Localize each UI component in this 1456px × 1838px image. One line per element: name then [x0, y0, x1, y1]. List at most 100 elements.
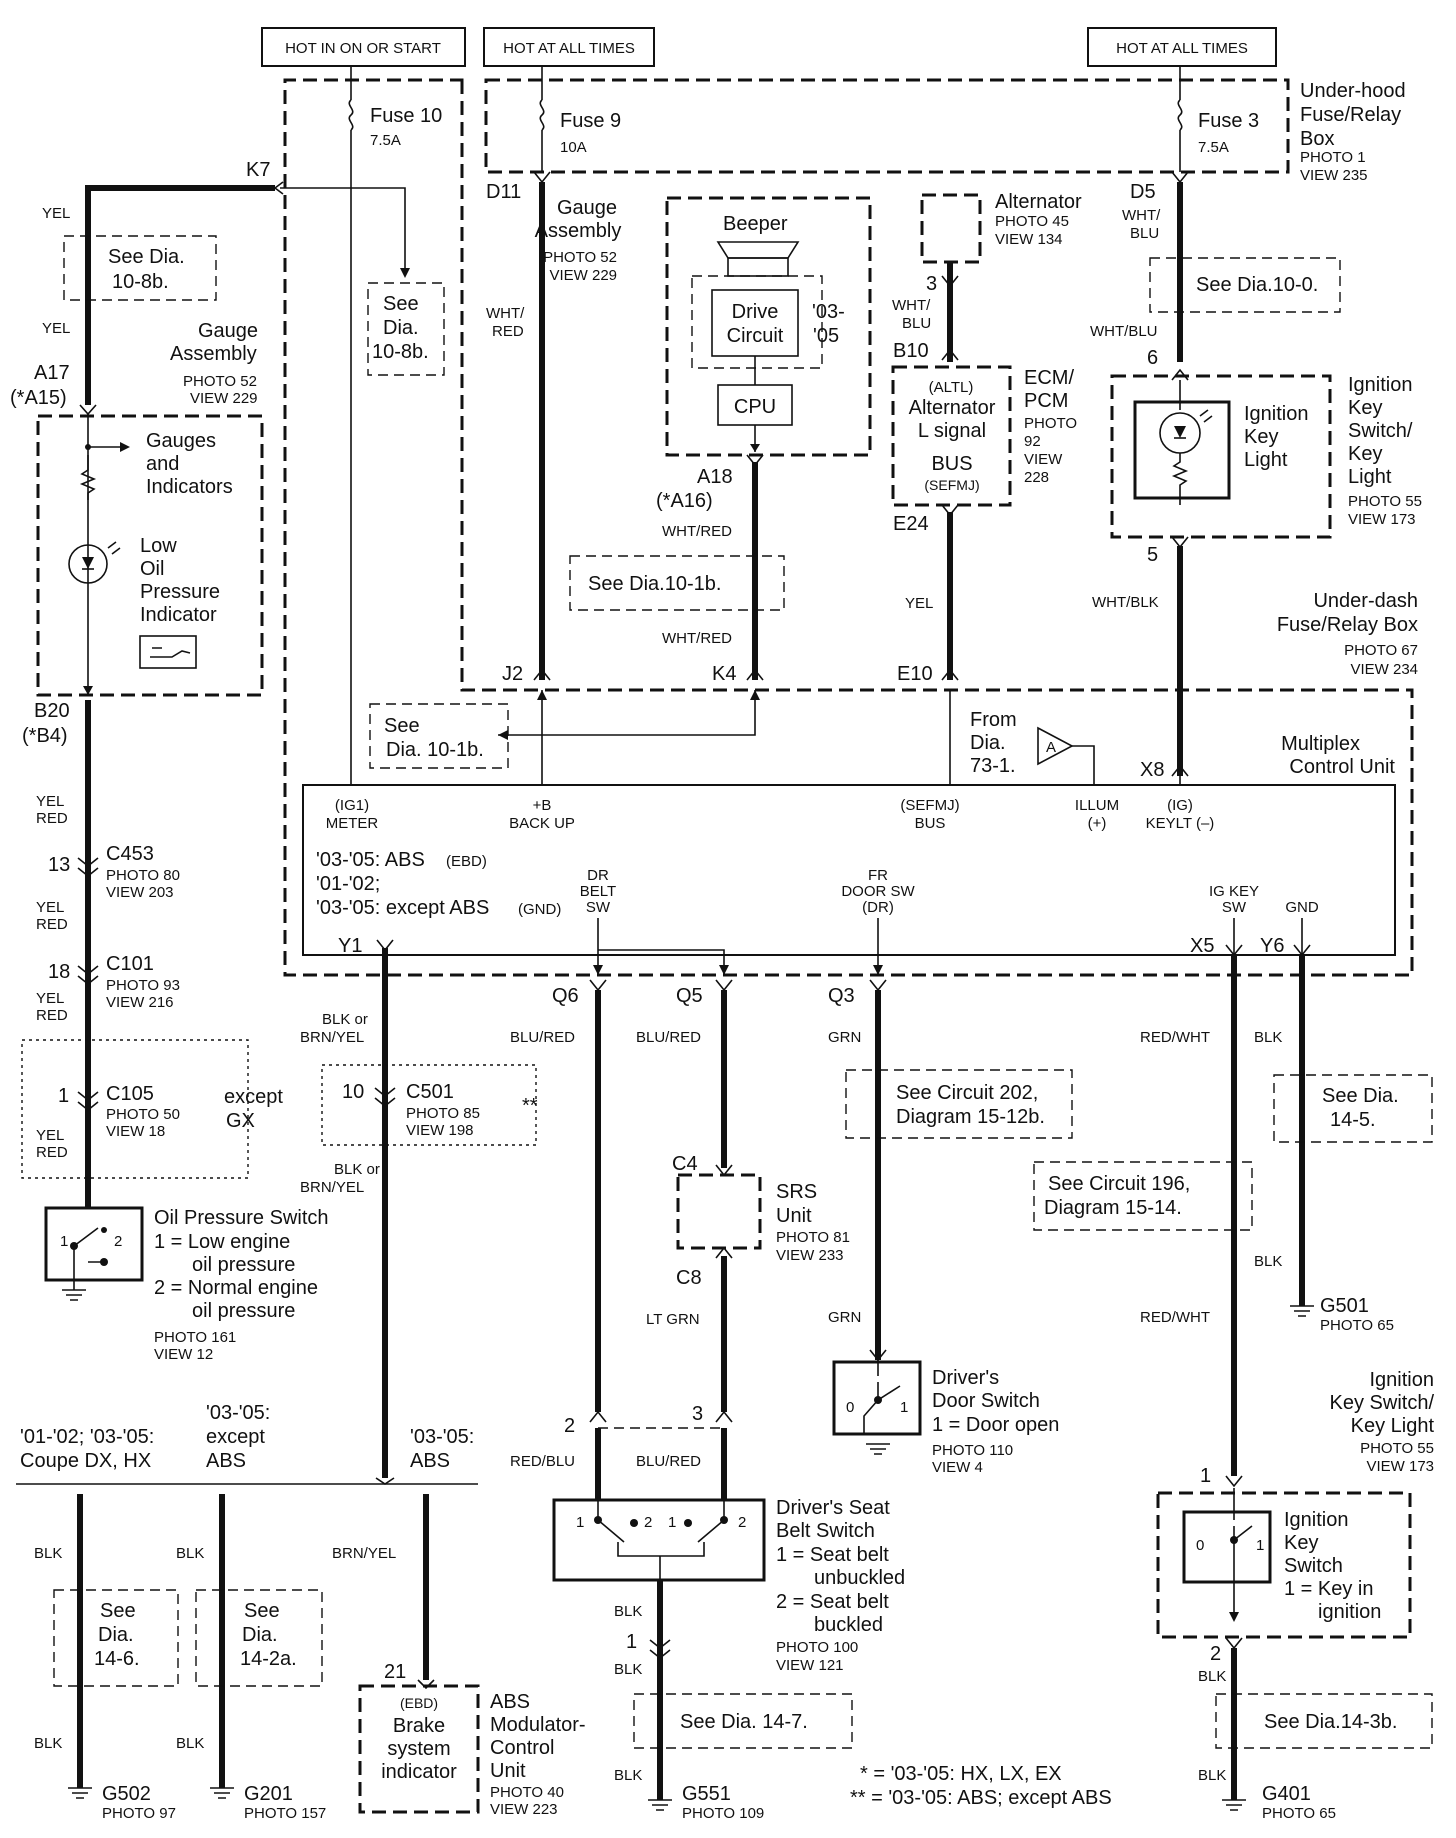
power-label-on-start: HOT IN ON OR START [285, 40, 441, 57]
variant-2a: '03-'05: [206, 1402, 270, 1424]
note-1: * = '03-'05: HX, LX, EX [860, 1763, 1062, 1785]
mcu-title-1: Multiplex [1281, 733, 1360, 755]
g501-symbol [1290, 1305, 1314, 1317]
terminal-ign-sw-2: 2 [1210, 1643, 1221, 1665]
gauge-assembly-mid-outline [665, 196, 872, 457]
fuse-3-rating: 7.5A [1198, 139, 1229, 156]
alternator-label: Alternator [995, 191, 1082, 213]
srs-photo: PHOTO 81 [776, 1229, 850, 1246]
ign-switch-photo: PHOTO 55 [1360, 1440, 1434, 1457]
ref-dia-10-8b-a [63, 235, 217, 301]
c501-view: VIEW 198 [406, 1122, 474, 1139]
ref-10-8b-b-line3: 10-8b. [372, 341, 429, 363]
gauge-left-view: VIEW 229 [190, 390, 258, 407]
wire-wht-red-a: WHT/ [486, 305, 525, 322]
g201-photo: PHOTO 157 [244, 1805, 326, 1822]
from-dia-tag: A [1046, 739, 1056, 756]
ref-circuit-196 [1033, 1161, 1253, 1231]
ecm-view: VIEW [1024, 451, 1063, 468]
low-oil-label-1: Low [140, 535, 177, 557]
ecm-view-n: 228 [1024, 469, 1049, 486]
beeper-label: Beeper [723, 213, 788, 235]
c453-photo: PHOTO 80 [106, 867, 180, 884]
ign-light-label-2: Key [1244, 426, 1278, 448]
abs-view: VIEW 223 [490, 1801, 558, 1818]
abs-title-1: ABS [490, 1691, 530, 1713]
wire-label-blk-belt-2: BLK [614, 1661, 642, 1678]
terminal-b20: B20 [34, 700, 70, 722]
c501-label: C501 [406, 1081, 454, 1103]
gauge-mid-photo: PHOTO 52 [543, 249, 617, 266]
wire-label-blk-belt-1: BLK [614, 1603, 642, 1620]
ecm-title-1: ECM/ [1024, 367, 1074, 389]
ign-key-light-box [1133, 400, 1231, 500]
belt-pin-2b: 2 [738, 1514, 746, 1531]
seat-belt-opt-1: 1 = Seat belt [776, 1544, 889, 1566]
mcu-igkey-sw: SW [1222, 899, 1247, 916]
mcu-abs-1: '03-'05: ABS [316, 849, 425, 871]
wire-label-yel-2: YEL [42, 320, 70, 337]
c453-view: VIEW 203 [106, 884, 174, 901]
belt-pin-1a: 1 [576, 1514, 584, 1531]
gauge-left-photo: PHOTO 52 [183, 373, 257, 390]
terminal-e10: E10 [897, 663, 933, 685]
mcu-abs-ebd: (EBD) [446, 853, 487, 870]
wire-label-grn-1: GRN [828, 1029, 861, 1046]
drive-year-2: '05 [813, 325, 839, 347]
abs-title-2: Modulator- [490, 1714, 586, 1736]
wire-label-blk-g401-2: BLK [1198, 1767, 1226, 1784]
ign-switch-opt-1b: ignition [1318, 1601, 1381, 1623]
ign-light-r4: Key [1348, 443, 1382, 465]
g551-photo: PHOTO 109 [682, 1805, 764, 1822]
mcu-inner-box [302, 784, 1396, 956]
ecm-sefmj: (SEFMJ) [924, 477, 979, 493]
g201-symbol [210, 1787, 234, 1799]
power-label-all-times-1: HOT AT ALL TIMES [503, 40, 635, 57]
terminal-b10: B10 [893, 340, 929, 362]
ref-dia-10-0 [1149, 257, 1341, 313]
terminal-ign-5: 5 [1147, 544, 1158, 566]
low-oil-label-3: Pressure [140, 581, 220, 603]
seat-belt-title-1: Driver's Seat [776, 1497, 890, 1519]
oil-can-icon [139, 635, 197, 669]
seat-belt-opt-1b: unbuckled [814, 1567, 905, 1589]
drive-label-2: Circuit [727, 325, 784, 347]
wire-wht-blu-d5-b: BLU [1130, 225, 1159, 242]
door-switch-view: VIEW 4 [932, 1459, 983, 1476]
mcu-dr: DR [587, 867, 609, 884]
wire-label-blk-belt-3: BLK [614, 1767, 642, 1784]
c501-symbol [374, 1087, 396, 1108]
abs-title-3: Control [490, 1737, 554, 1759]
terminal-y1: Y1 [338, 935, 362, 957]
ref-10-1b-b-line2: Dia. 10-1b. [386, 739, 484, 761]
terminal-k4: K4 [712, 663, 736, 685]
underdash-box-outline [283, 78, 1414, 977]
door-switch-photo: PHOTO 110 [932, 1442, 1013, 1459]
wire-label-wht-blk: WHT/BLK [1092, 594, 1159, 611]
wire-label-blu-red-belt: BLU/RED [636, 1453, 701, 1470]
g401-label: G401 [1262, 1783, 1311, 1805]
wire-label-yel-red-3b: RED [36, 1007, 68, 1024]
seat-belt-view: VIEW 121 [776, 1657, 844, 1674]
from-dia-1: From [970, 709, 1017, 731]
terminal-belt-3: 3 [692, 1403, 703, 1425]
yr-03-05-box [691, 275, 823, 369]
wire-label-blk-g201-2: BLK [176, 1735, 204, 1752]
g401-symbol [1222, 1799, 1246, 1811]
g501-label: G501 [1320, 1295, 1369, 1317]
c105-except-gx-box [21, 1039, 249, 1179]
c453-label: C453 [106, 843, 154, 865]
wire-label-lt-grn: LT GRN [646, 1311, 700, 1328]
terminal-e24: E24 [893, 513, 929, 535]
g502-photo: PHOTO 97 [102, 1805, 176, 1822]
ref-10-8b-b-line1: See [383, 293, 419, 315]
mcu-illum-plus: (+) [1088, 815, 1107, 832]
underhood-box-outline [484, 78, 1290, 174]
ref-10-0-text: See Dia.10-0. [1196, 274, 1318, 296]
ref-10-8b-b-line2: Dia. [383, 317, 419, 339]
ecm-photo: PHOTO [1024, 415, 1077, 432]
ref-14-2a-l2: Dia. [242, 1624, 278, 1646]
wire-label-blu-red-q6: BLU/RED [510, 1029, 575, 1046]
c105-except: except [224, 1086, 283, 1108]
c501-pin: 10 [342, 1081, 364, 1103]
